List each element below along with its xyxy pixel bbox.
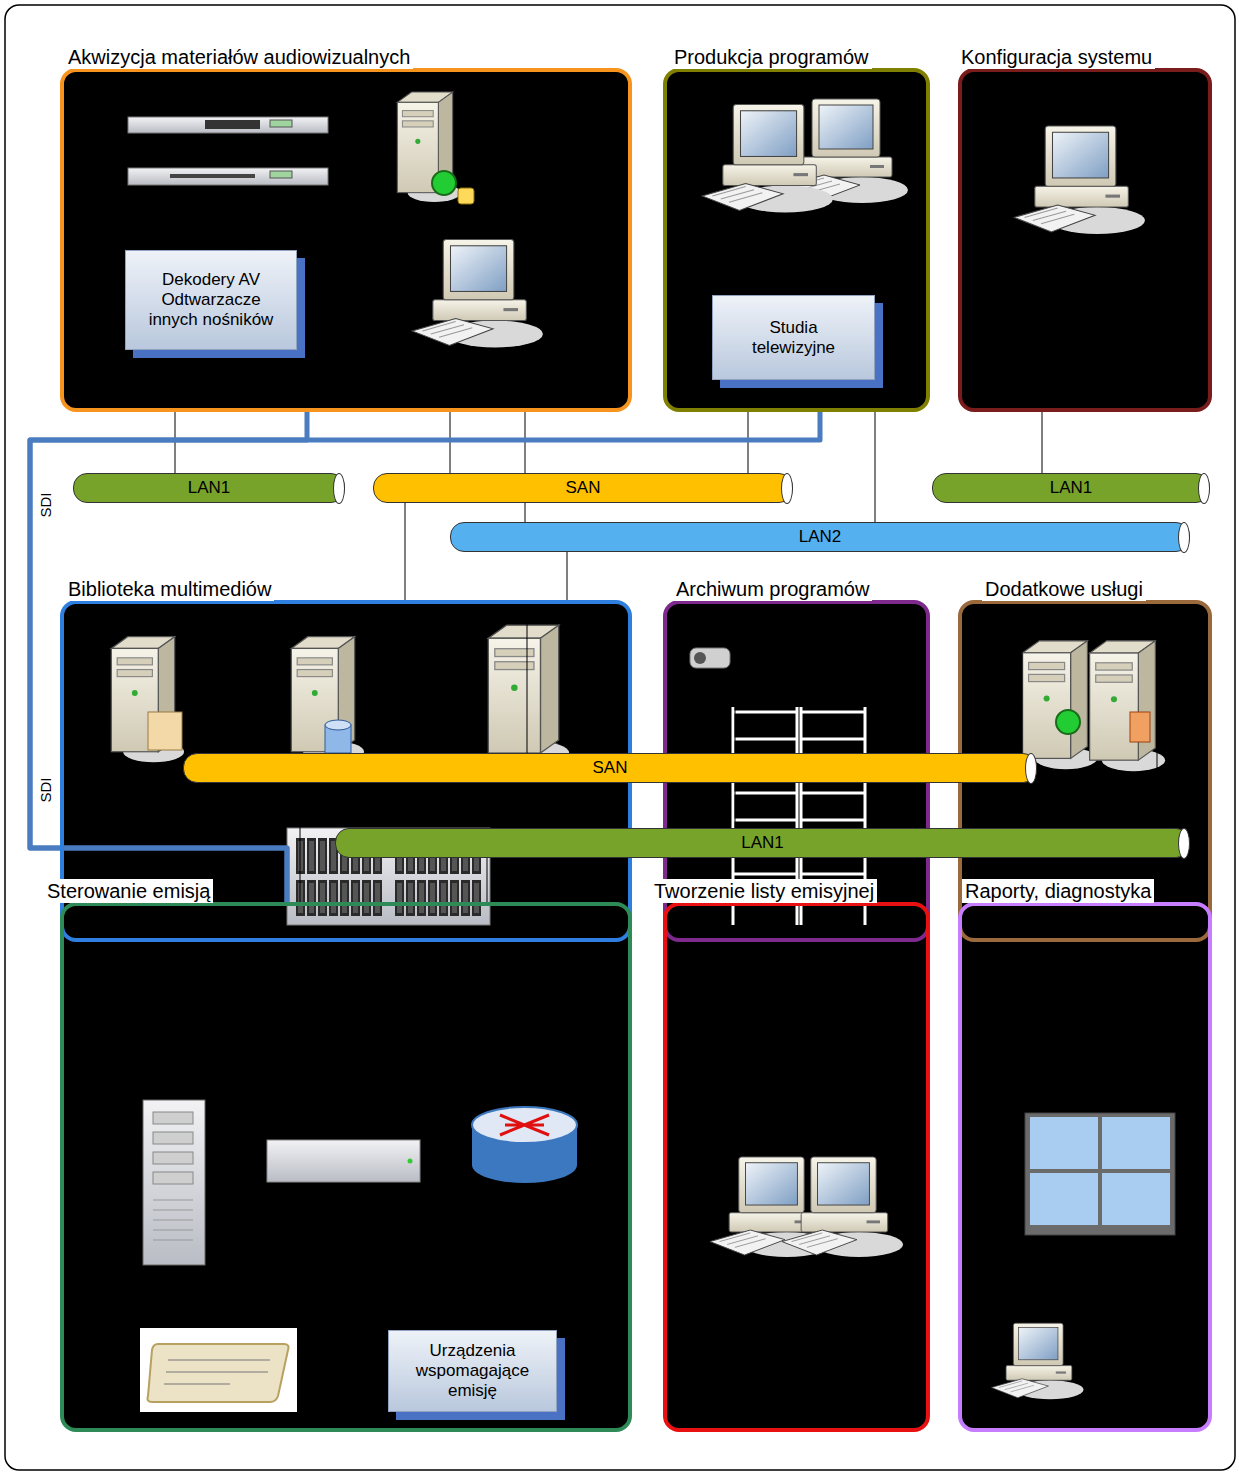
- network-bus: LAN2: [450, 522, 1190, 552]
- network-bus: LAN1: [335, 828, 1190, 858]
- group-grounds: [62, 70, 1210, 1430]
- bus-end-cap: [333, 473, 345, 504]
- group-frame: Akwizycja materiałów audiowizualnychDeko…: [60, 68, 632, 412]
- service-servers: [1023, 641, 1166, 771]
- group-heading: Raporty, diagnostyka: [962, 879, 1154, 903]
- group-heading: Tworzenie listy emisyjnej: [651, 879, 877, 903]
- group-heading: Akwizycja materiałów audiowizualnych: [65, 45, 413, 69]
- network-link: [487, 858, 488, 902]
- box-label: Dekodery AV Odtwarzacze innych nośników: [141, 270, 281, 330]
- bus-end-cap: [1025, 753, 1037, 784]
- bus-end-cap: [781, 473, 793, 504]
- page-frame: [5, 5, 1235, 1470]
- group-heading: Archiwum programów: [673, 577, 872, 601]
- network-link: [527, 600, 528, 858]
- network-bus: LAN1: [73, 473, 345, 503]
- playlist-workstations: [710, 1157, 903, 1257]
- box-label: Studia telewizyjne: [736, 318, 851, 358]
- device-box: Dekodery AV Odtwarzacze innych nośników: [125, 250, 297, 350]
- network-link: [300, 783, 301, 902]
- network-link: [525, 412, 526, 522]
- box-label: Urządzenia wspomagające emisję: [398, 1341, 548, 1401]
- network-bus: LAN1: [932, 473, 1210, 503]
- bus-end-cap: [1198, 473, 1210, 504]
- network-link: [1042, 412, 1043, 473]
- network-link: [735, 600, 736, 858]
- group-heading: Dodatkowe usługi: [982, 577, 1146, 601]
- group-frame: Raporty, diagnostyka: [958, 902, 1212, 1432]
- bus-label: LAN1: [188, 478, 231, 498]
- group-frame: Konfiguracja systemu: [958, 68, 1212, 412]
- config-workstation: [1014, 126, 1145, 234]
- network-link: [907, 858, 908, 902]
- group-frame: Sterowanie emisjąUrządzenia wspomagające…: [60, 902, 632, 1432]
- bus-label: LAN1: [741, 833, 784, 853]
- group-heading: Konfiguracja systemu: [958, 45, 1155, 69]
- bus-label: SAN: [593, 758, 628, 778]
- group-heading: Produkcja programów: [671, 45, 872, 69]
- bus-label: LAN1: [1050, 478, 1093, 498]
- network-bus: SAN: [373, 473, 793, 503]
- network-link: [875, 412, 876, 522]
- network-bus: SAN: [183, 753, 1037, 783]
- group-frame: Produkcja programówStudia telewizyjne: [663, 68, 930, 412]
- network-link: [405, 503, 406, 600]
- device-box: Urządzenia wspomagające emisję: [388, 1330, 557, 1412]
- monitoring-wall: [991, 1113, 1175, 1399]
- device-box: Studia telewizyjne: [712, 295, 875, 380]
- network-link: [1157, 600, 1158, 858]
- group-frame: Tworzenie listy emisyjnej: [663, 902, 930, 1432]
- group-heading: Biblioteka multimediów: [65, 577, 274, 601]
- bus-label: SAN: [566, 478, 601, 498]
- production-workstations: [702, 99, 908, 213]
- link-label: SDI: [38, 775, 54, 804]
- link-label: SDI: [38, 490, 54, 519]
- bus-label: LAN2: [799, 527, 842, 547]
- playout-devices: [140, 1100, 577, 1412]
- bus-end-cap: [1178, 522, 1190, 553]
- group-heading: Sterowanie emisją: [44, 879, 213, 903]
- network-link: [567, 552, 568, 600]
- bus-end-cap: [1178, 828, 1190, 859]
